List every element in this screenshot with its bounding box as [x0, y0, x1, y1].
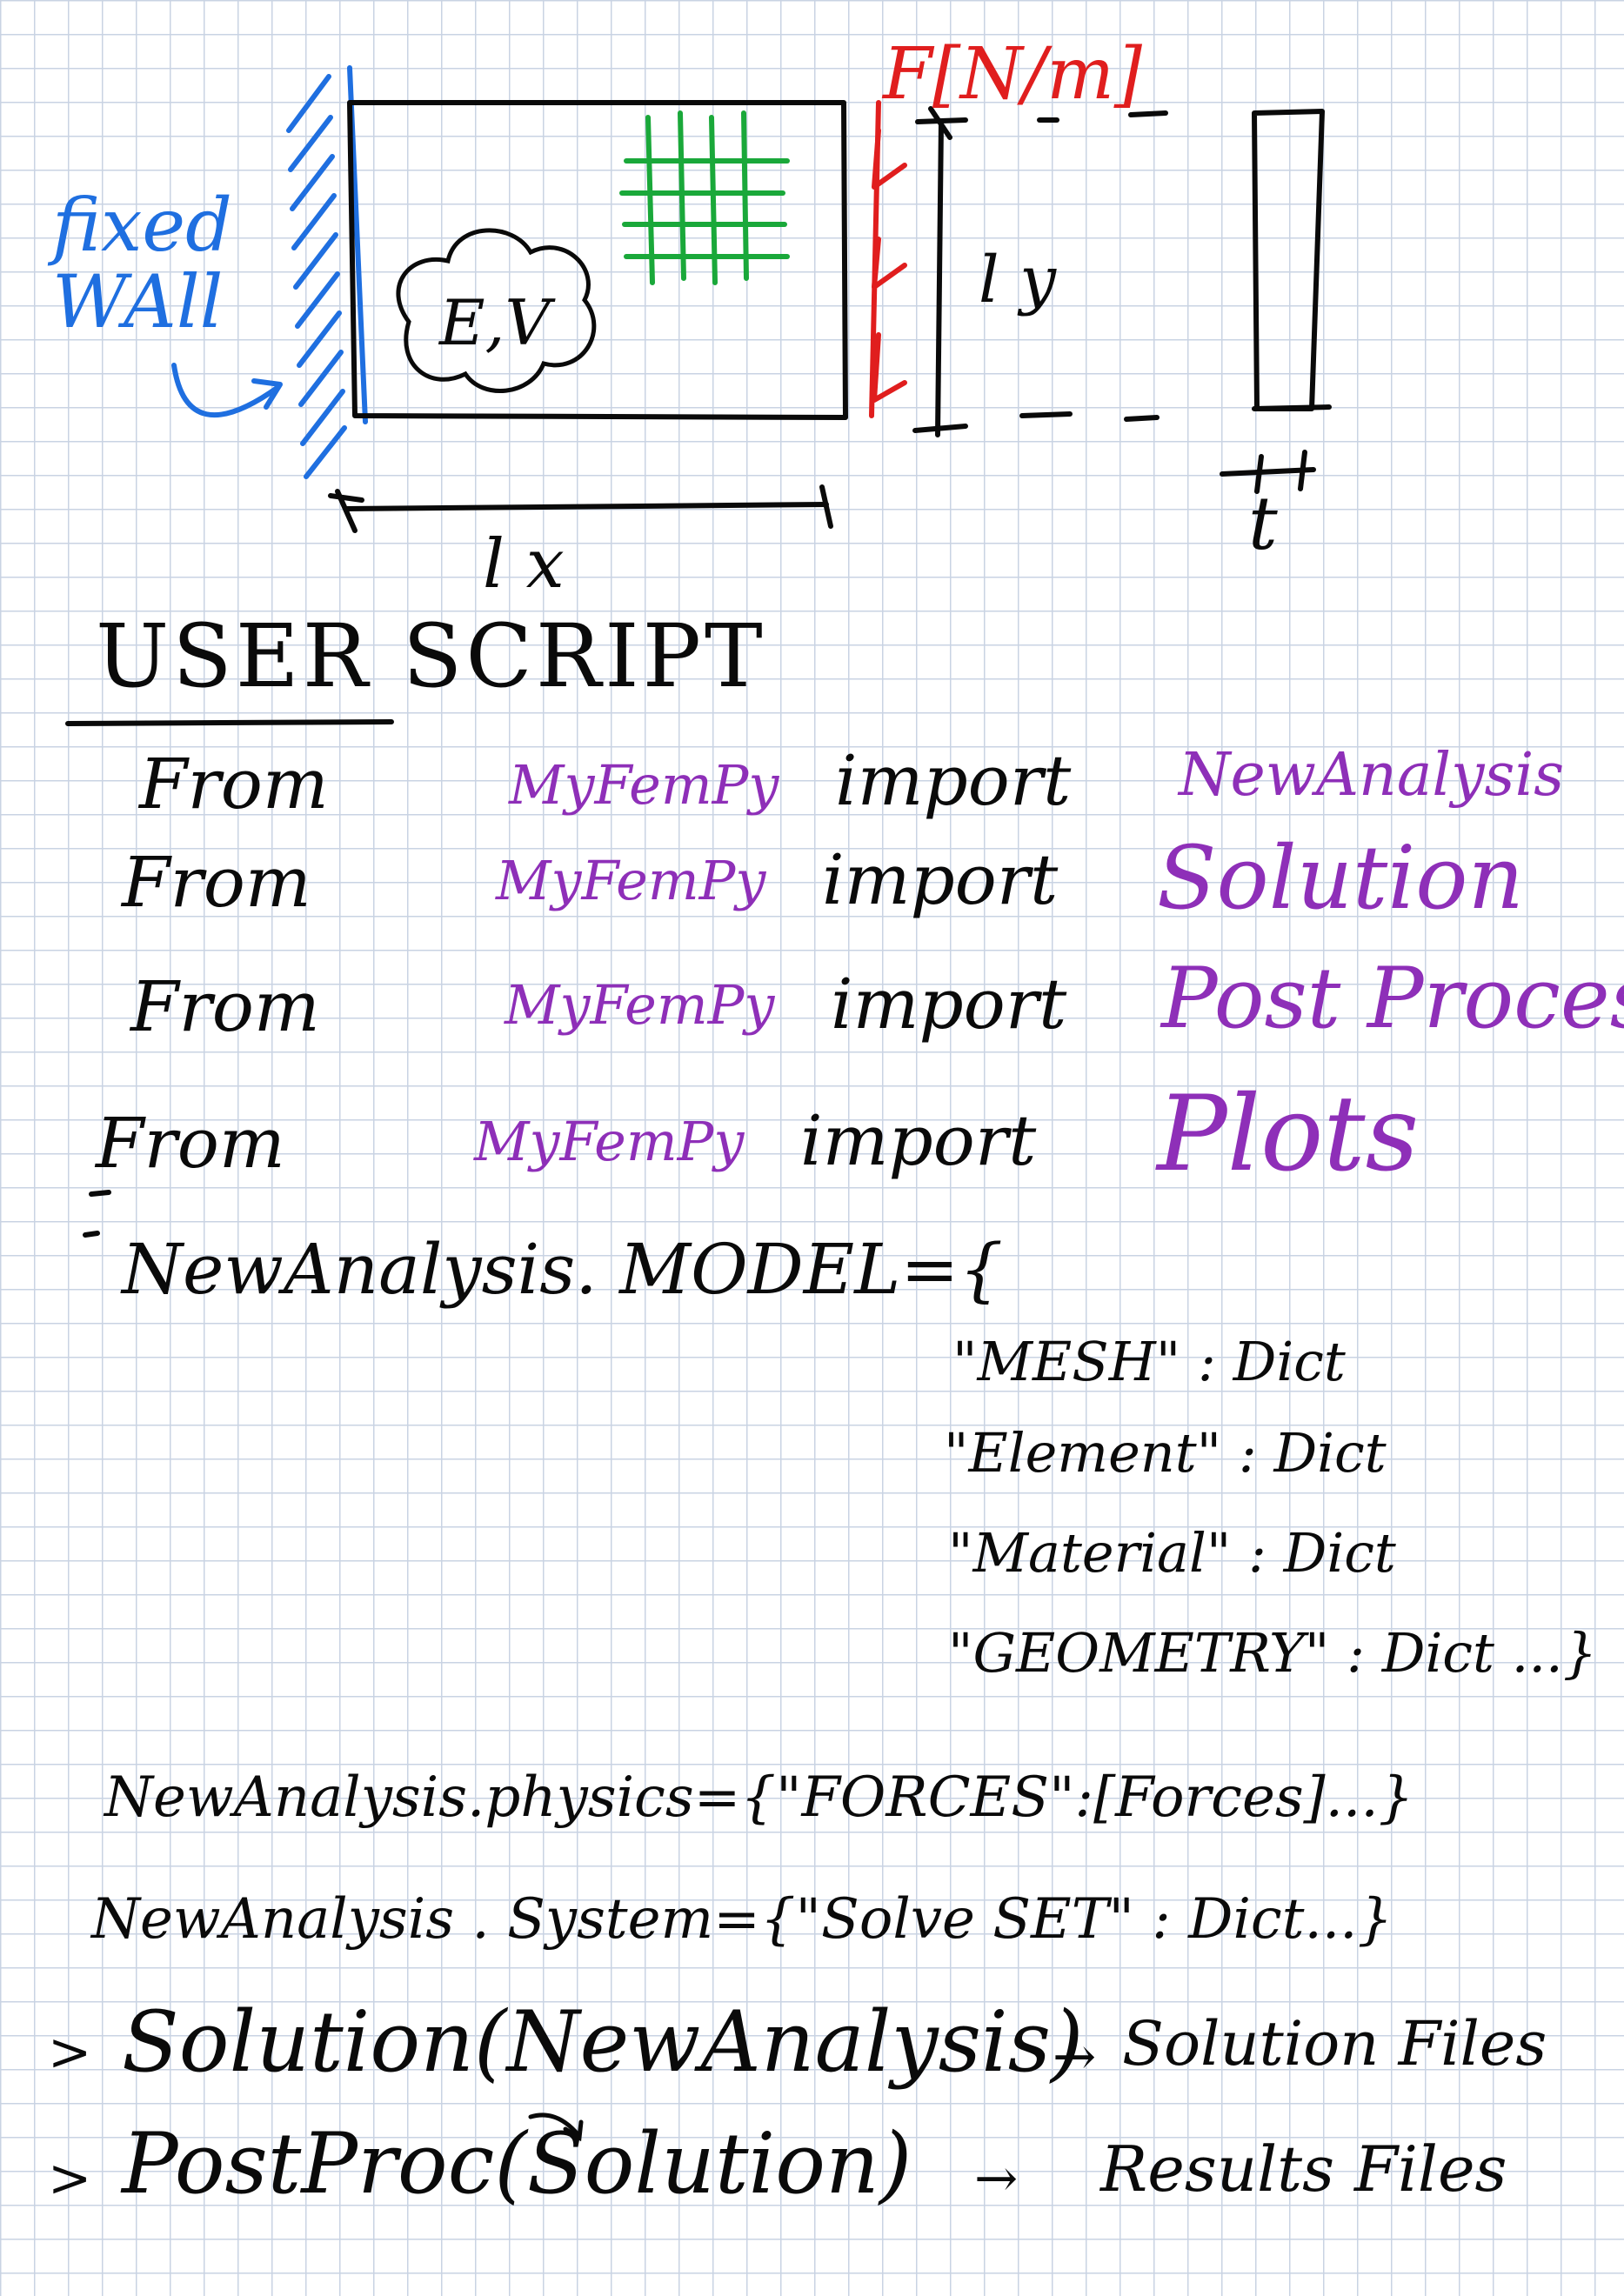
- width-dimension: [328, 484, 833, 533]
- mesh-grid: [619, 110, 790, 285]
- command-1-result: Solution Files: [1122, 2008, 1547, 2079]
- import-4-module: MyFemPy: [474, 1110, 745, 1173]
- thickness-section: [1252, 109, 1325, 411]
- import-3-name: Post Process: [1161, 950, 1624, 1047]
- guide-lines: [1019, 110, 1168, 422]
- material-cloud: [396, 228, 597, 393]
- model-key-geometry: "GEOMETRY" : Dict ...}: [948, 1621, 1598, 1685]
- heading-underline: [65, 719, 394, 726]
- model-line: NewAnalysis. MODEL={: [122, 1229, 1004, 1310]
- wall-pointer-arrow: [171, 363, 281, 418]
- import-1-from: From: [139, 744, 329, 824]
- command-1-prompt: >: [48, 2022, 92, 2083]
- import-4-keyword: import: [800, 1100, 1037, 1181]
- command-2-arrow: →: [974, 2148, 1019, 2209]
- load-arrows: [869, 100, 907, 418]
- import-3-from: From: [130, 966, 320, 1047]
- import-2-name: Solution: [1157, 827, 1524, 929]
- command-2-result: Results Files: [1100, 2132, 1507, 2206]
- model-key-mesh: "MESH" : Dict: [952, 1330, 1346, 1393]
- command-2-text: PostProc(Solution): [122, 2115, 912, 2213]
- physics-line: NewAnalysis.physics={"FORCES":[Forces]..…: [104, 1765, 1414, 1830]
- import-2-module: MyFemPy: [496, 849, 766, 912]
- import-1-keyword: import: [835, 740, 1072, 821]
- fixed-wall-label: fixed WAll: [52, 183, 232, 345]
- command-1-arrow: →: [1053, 2026, 1097, 2087]
- command-1-text: Solution(NewAnalysis): [122, 1993, 1084, 2091]
- plate-rectangle: [347, 100, 848, 420]
- height-dimension: [912, 106, 968, 437]
- plate-props-label: E,V: [439, 286, 551, 359]
- import-4-from: From: [96, 1103, 285, 1184]
- system-line: NewAnalysis . System={"Solve SET" : Dict…: [91, 1887, 1393, 1952]
- import-4-name: Plots: [1157, 1074, 1420, 1195]
- import-3-keyword: import: [831, 964, 1067, 1045]
- width-dim-label: l x: [483, 525, 565, 604]
- import-2-from: From: [122, 842, 311, 923]
- import-2-keyword: import: [822, 839, 1059, 920]
- import-3-module: MyFemPy: [505, 973, 775, 1037]
- command-2-prompt: >: [48, 2148, 92, 2209]
- import-1-module: MyFemPy: [509, 753, 779, 817]
- thickness-dim-label: t: [1248, 481, 1278, 566]
- script-heading: USER SCRIPT: [96, 605, 766, 707]
- model-key-material: "Material" : Dict: [948, 1521, 1396, 1585]
- model-key-element: "Element" : Dict: [944, 1421, 1387, 1485]
- import-1-name: NewAnalysis: [1179, 741, 1565, 810]
- fixed-wall-hatching: [286, 65, 368, 479]
- load-label: F[N/m]: [883, 33, 1143, 116]
- thickness-dimension: [1220, 450, 1316, 494]
- wall-pointer-arrowhead: [251, 378, 283, 410]
- height-dim-label: l y: [979, 243, 1056, 317]
